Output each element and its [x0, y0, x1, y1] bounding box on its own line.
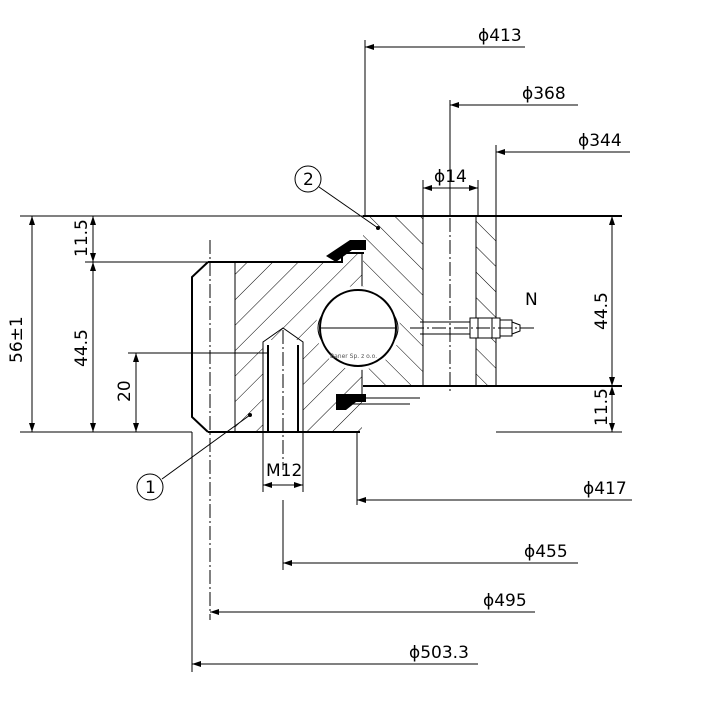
dim-11-left: 11.5	[72, 216, 96, 262]
dim-d495: ϕ495	[210, 591, 535, 615]
svg-text:44.5: 44.5	[72, 329, 92, 367]
dim-44-right: 44.5	[496, 216, 622, 433]
callout-2: 2	[294, 165, 380, 230]
dim-d503: ϕ503.3	[191, 432, 478, 672]
dim-m12: M12	[262, 432, 304, 492]
dim-11-right: 11.5	[592, 386, 615, 432]
svg-text:ϕ344: ϕ344	[578, 131, 622, 151]
center-lines	[209, 196, 451, 620]
dim-d417: ϕ417	[356, 432, 632, 505]
svg-text:ϕ503.3: ϕ503.3	[409, 643, 469, 663]
svg-text:ϕ14: ϕ14	[434, 167, 467, 187]
watermark: Baner Sp. z o.o.	[330, 353, 377, 360]
dim-56: 56±1	[7, 215, 363, 433]
dim-d14: ϕ14	[422, 167, 479, 216]
dim-20: 20	[115, 352, 268, 432]
svg-text:11.5: 11.5	[592, 388, 612, 426]
svg-text:44.5: 44.5	[592, 292, 612, 330]
svg-text:ϕ368: ϕ368	[522, 84, 566, 104]
dim-d455: ϕ455	[282, 500, 578, 570]
dim-d413: ϕ413	[364, 26, 525, 216]
svg-text:ϕ455: ϕ455	[524, 542, 568, 562]
rolling-ball	[317, 289, 399, 367]
tapped-hole	[262, 327, 304, 432]
svg-text:ϕ417: ϕ417	[583, 479, 627, 499]
seal-bottom	[336, 394, 420, 410]
svg-text:1: 1	[145, 478, 156, 498]
svg-text:20: 20	[115, 380, 135, 402]
svg-text:M12: M12	[266, 461, 302, 481]
dim-44-left: 44.5	[72, 261, 208, 432]
svg-text:N: N	[525, 290, 538, 310]
dim-d344: ϕ344	[495, 131, 630, 216]
svg-text:ϕ495: ϕ495	[483, 591, 527, 611]
callout-1: 1	[136, 413, 252, 501]
seal-top	[326, 240, 366, 262]
dim-d368: ϕ368	[449, 84, 578, 216]
svg-text:2: 2	[303, 170, 314, 190]
nipple-label: N	[525, 290, 538, 310]
grease-nipple	[410, 317, 535, 339]
svg-text:ϕ413: ϕ413	[478, 26, 522, 46]
svg-text:56±1: 56±1	[7, 316, 27, 363]
svg-text:11.5: 11.5	[72, 219, 92, 257]
